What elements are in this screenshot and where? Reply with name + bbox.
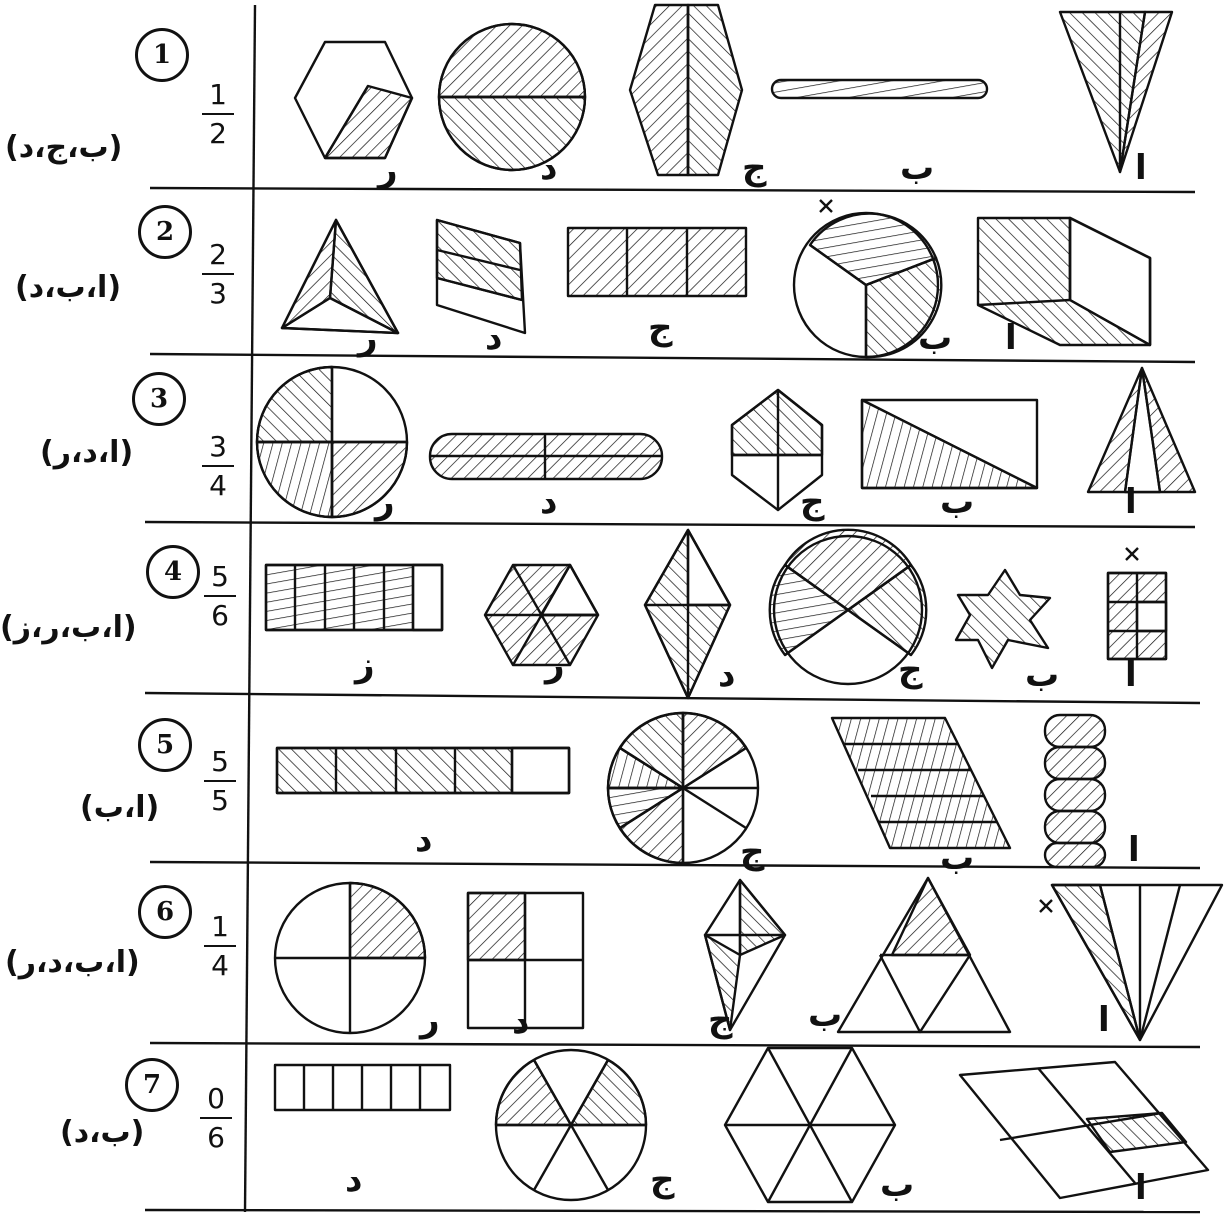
row-number-7: 7 <box>125 1058 179 1112</box>
fraction-denominator: 5 <box>200 784 240 817</box>
shape-label: ج <box>742 148 767 188</box>
shape-label: ا <box>1135 1168 1147 1208</box>
row-divider-3 <box>145 522 1195 527</box>
shape-label: ج <box>650 1160 675 1200</box>
row-number-4: 4 <box>146 545 200 599</box>
fraction-denominator: 6 <box>196 1121 236 1154</box>
fraction-denominator: 4 <box>198 469 238 502</box>
fraction-numerator: 5 <box>200 745 240 778</box>
fraction-numerator: 1 <box>200 910 240 943</box>
row-divider-7 <box>145 1210 1200 1212</box>
shape-label: ج <box>708 1000 733 1040</box>
fraction-numerator: 3 <box>198 430 238 463</box>
shape-label: ج <box>800 482 825 522</box>
shape-label: د <box>345 1160 362 1200</box>
shape-label: ب <box>940 838 974 878</box>
shape-label: ر <box>378 150 398 190</box>
shape-label: د <box>718 655 735 695</box>
shape-label: ز <box>355 645 375 685</box>
fraction-denominator: 2 <box>198 117 238 150</box>
shape-label: د <box>512 1002 529 1042</box>
shape-label: ب <box>1025 655 1059 695</box>
fraction-denominator: 4 <box>200 949 240 982</box>
shape-label: ر <box>358 318 378 358</box>
shape-label: د <box>485 318 502 358</box>
fraction-numerator: 5 <box>200 560 240 593</box>
row-answer-5: (ا،ب) <box>80 790 159 825</box>
shape-label: ر <box>375 482 395 522</box>
row-number-2: 2 <box>138 205 192 259</box>
shape-label: ا <box>1125 655 1137 695</box>
row-number-1: 1 <box>135 28 189 82</box>
fraction-denominator: 3 <box>198 277 238 310</box>
row-answer-6: (ا،ب،د،ر) <box>5 945 140 980</box>
shape-label: د <box>540 482 557 522</box>
shape-label: ر <box>545 645 565 685</box>
shape-label: د <box>415 820 432 860</box>
row-answer-3: (ا،د،ر) <box>40 435 133 470</box>
shape-label: ا <box>1128 830 1140 870</box>
fraction-numerator: 1 <box>198 78 238 111</box>
row-divider-1 <box>150 188 1195 192</box>
shape-label: ج <box>898 650 923 690</box>
shape-label: ر <box>420 1000 440 1040</box>
row-divider-6 <box>150 1043 1200 1047</box>
row-answer-2: (ا،ب،د) <box>15 270 121 305</box>
shape-label: ا <box>1005 318 1017 358</box>
shape-label: ب <box>808 995 842 1035</box>
shape-label: ب <box>940 482 974 522</box>
row-answer-4: (ا،ب،ر،ز) <box>0 610 137 645</box>
row-number-3: 3 <box>132 372 186 426</box>
shape-label: ج <box>740 832 765 872</box>
shape-label: ا <box>1135 148 1147 188</box>
row-number-6: 6 <box>138 885 192 939</box>
shape-label: ب <box>918 318 952 358</box>
shape-label: ب <box>900 148 934 188</box>
fraction-numerator: 0 <box>196 1082 236 1115</box>
shape-label: ب <box>880 1165 914 1205</box>
row-answer-1: (ب،ج،د) <box>5 130 122 165</box>
shape-label: ا <box>1125 482 1137 522</box>
row-number-5: 5 <box>138 718 192 772</box>
fraction-numerator: 2 <box>198 238 238 271</box>
shape-label: د <box>540 148 557 188</box>
shape-label: ج <box>648 308 673 348</box>
row-answer-7: (ب،د) <box>60 1115 144 1150</box>
row-divider-2 <box>150 354 1195 362</box>
fraction-denominator: 6 <box>200 599 240 632</box>
vertical-divider <box>245 5 255 1212</box>
shape-label: ا <box>1098 1000 1110 1040</box>
